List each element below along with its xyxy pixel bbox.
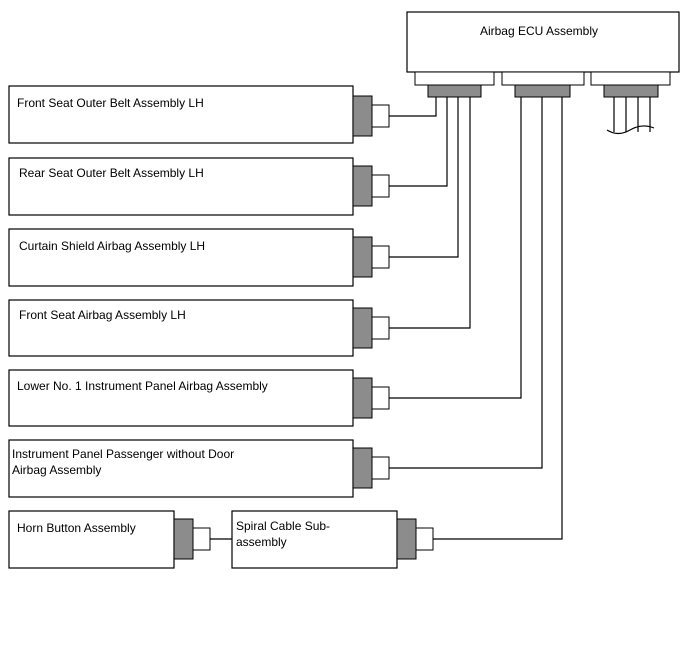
component-spiral-cable: Spiral Cable Sub- assembly: [231, 510, 434, 569]
component-box: [231, 510, 398, 569]
ecu-label: Airbag ECU Assembly: [480, 24, 598, 38]
component-connector-plug: [371, 174, 390, 198]
wiring: [210, 97, 655, 540]
component-box: [8, 439, 354, 498]
component-label: assembly: [236, 535, 287, 549]
component-connector-plug: [371, 386, 390, 410]
wire-front-seat-airbag: [389, 97, 471, 329]
component-box: [8, 510, 175, 569]
component-connector-plug: [371, 104, 390, 128]
component-label: Airbag Assembly: [12, 463, 101, 477]
wire-front-seat-outer-belt: [389, 97, 437, 117]
component-connector-plug: [371, 245, 390, 269]
component-connector: [173, 518, 194, 560]
component-box: [8, 369, 354, 427]
ecu-connector-c: [603, 84, 659, 98]
ecu-connector-housing-a: [414, 71, 495, 86]
component-label: Curtain Shield Airbag Assembly LH: [19, 239, 205, 253]
component-connector-plug: [371, 316, 390, 340]
component-curtain-shield-airbag: Curtain Shield Airbag Assembly LH: [8, 228, 390, 287]
component-label: Front Seat Airbag Assembly LH: [19, 308, 186, 322]
component-front-seat-outer-belt: Front Seat Outer Belt Assembly LH: [8, 85, 390, 144]
wire-lower-instrument-panel-airbag: [389, 97, 522, 399]
component-connector: [396, 518, 417, 560]
component-label: Lower No. 1 Instrument Panel Airbag Asse…: [17, 379, 268, 393]
component-label: Front Seat Outer Belt Assembly LH: [17, 96, 204, 110]
component-lower-no1-instrument-panel-airbag: Lower No. 1 Instrument Panel Airbag Asse…: [8, 369, 390, 427]
component-connector-plug: [192, 527, 211, 551]
component-connector: [352, 95, 373, 137]
ecu-connector-housing-c: [590, 71, 671, 86]
airbag-ecu-assembly: Airbag ECU Assembly: [406, 11, 680, 98]
component-horn-button: Horn Button Assembly: [8, 510, 211, 569]
component-label: Rear Seat Outer Belt Assembly LH: [19, 166, 204, 180]
wire-curtain-shield-airbag: [389, 97, 459, 258]
ecu-connector-b: [514, 84, 571, 98]
component-instrument-panel-passenger-airbag: Instrument Panel Passenger without Door …: [8, 439, 390, 498]
component-rear-seat-outer-belt: Rear Seat Outer Belt Assembly LH: [8, 157, 390, 216]
wire-break-mark: [606, 125, 655, 135]
component-connector-plug: [371, 456, 390, 480]
ecu-box: [406, 11, 680, 73]
ecu-connector-a: [427, 84, 482, 98]
wire-rear-seat-outer-belt: [389, 97, 448, 187]
wire-instrument-panel-passenger-airbag: [389, 97, 543, 469]
component-box: [8, 157, 354, 216]
wire-spiral-cable: [433, 97, 563, 540]
component-connector: [352, 447, 373, 489]
component-connector: [352, 307, 373, 349]
component-connector-plug: [415, 527, 434, 551]
component-box: [8, 299, 354, 357]
component-label: Horn Button Assembly: [17, 521, 136, 535]
component-front-seat-airbag: Front Seat Airbag Assembly LH: [8, 299, 390, 357]
component-label: Instrument Panel Passenger without Door: [12, 447, 234, 461]
component-connector: [352, 377, 373, 419]
component-box: [8, 228, 354, 287]
component-box: [8, 85, 354, 144]
ecu-connector-housing-b: [501, 71, 585, 86]
component-connector: [352, 165, 373, 207]
component-connector: [352, 236, 373, 278]
component-label: Spiral Cable Sub-: [236, 519, 330, 533]
